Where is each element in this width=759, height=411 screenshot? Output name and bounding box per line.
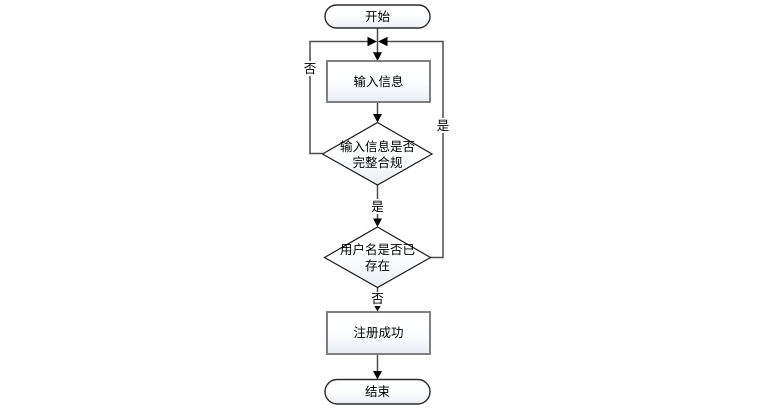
edge-check-username-to-register: 否 [370, 287, 385, 312]
edge-label-no-left: 否 [302, 61, 318, 76]
edge-register-to-end [373, 354, 382, 380]
node-label: 注册成功 [353, 325, 403, 340]
arrowhead-down-icon [373, 52, 382, 61]
node-start: 开始 [324, 4, 431, 29]
node-label: 结束 [365, 384, 391, 399]
arrowhead-left-icon [378, 36, 388, 47]
decision-shape [321, 121, 434, 186]
edge-label-bg [302, 61, 318, 76]
process-shape [326, 311, 431, 355]
edge-no-return-loop [309, 36, 377, 155]
edge-merge-to-input [373, 41, 382, 61]
node-label-line2: 完整合规 [352, 155, 402, 170]
edge-yes-return-loop [378, 36, 444, 259]
node-register-success: 注册成功 [326, 311, 431, 355]
node-label: 开始 [365, 9, 391, 24]
edge-line [309, 40, 368, 155]
edge-label-bg [370, 199, 385, 214]
edge-label-yes: 是 [437, 118, 450, 133]
edge-label-no: 否 [371, 291, 384, 306]
edge-line [387, 40, 444, 259]
decision-shape [323, 226, 432, 289]
node-label-line2: 存在 [365, 258, 390, 273]
edge-label-bg [435, 118, 451, 133]
process-shape [326, 60, 431, 103]
node-input-info: 输入信息 [326, 60, 431, 103]
terminator-shape [324, 378, 431, 405]
node-check-complete: 输入信息是否 完整合规 [321, 121, 434, 186]
edge-label-yes-right: 是 [435, 118, 451, 133]
edge-label-bg [370, 292, 385, 306]
edge-input-to-check-complete [373, 102, 382, 123]
node-label: 输入信息 [353, 74, 403, 89]
edge-check-complete-to-check-username: 是 [370, 185, 385, 227]
node-check-username: 用户名是否已 存在 [323, 226, 432, 289]
arrowhead-down-icon [373, 371, 382, 380]
arrowhead-down-icon [373, 304, 382, 312]
arrowhead-down-icon [373, 114, 382, 123]
node-end: 结束 [324, 378, 431, 405]
terminator-shape [324, 4, 431, 29]
arrowhead-down-icon [373, 218, 382, 227]
node-label-line1: 输入信息是否 [340, 139, 415, 154]
arrowhead-right-icon [367, 36, 377, 47]
edge-label-no: 否 [304, 61, 317, 76]
edge-label-yes: 是 [371, 199, 384, 214]
node-label-line1: 用户名是否已 [340, 242, 415, 257]
